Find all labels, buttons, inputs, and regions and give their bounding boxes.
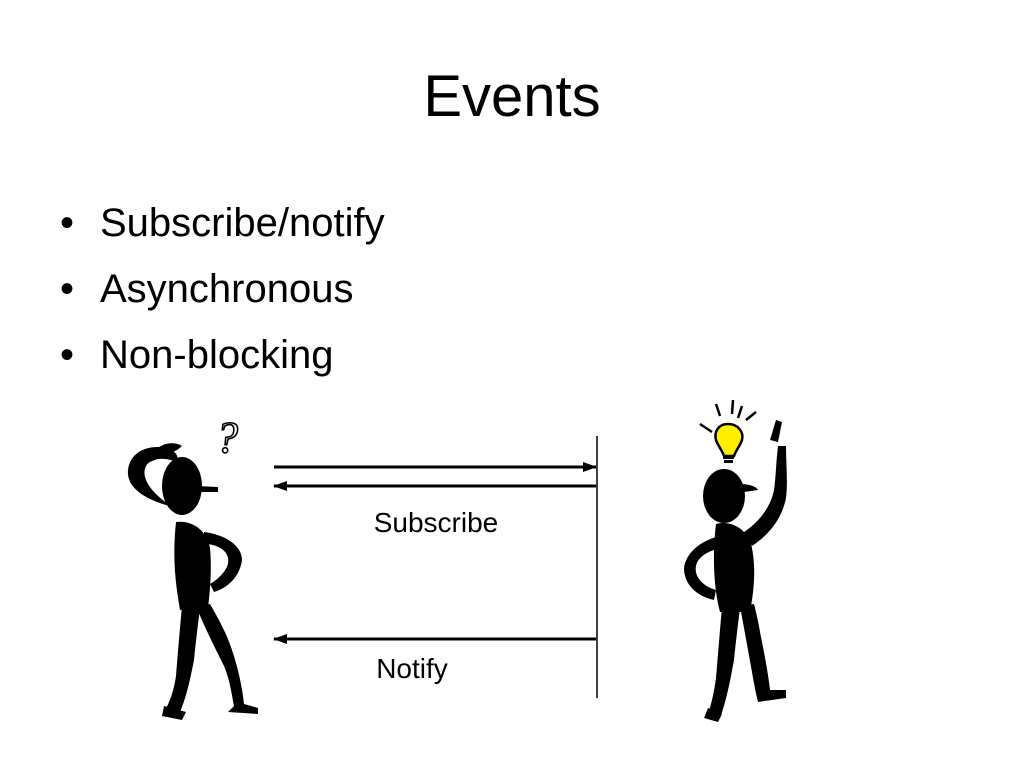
subscribe-label: Subscribe bbox=[374, 507, 499, 538]
bullet-marker: • bbox=[60, 267, 75, 311]
bullet-text: Asynchronous bbox=[100, 267, 354, 311]
bullet-list: • Subscribe/notify • Asynchronous • Non-… bbox=[60, 190, 385, 388]
idea-person-icon bbox=[684, 399, 787, 722]
bullet-text: Non-blocking bbox=[100, 333, 334, 377]
slide-title: Events bbox=[423, 64, 601, 129]
confused-person-icon: ? bbox=[127, 412, 258, 720]
notify-label: Notify bbox=[376, 653, 448, 684]
bullet-marker: • bbox=[60, 201, 75, 245]
bullet-item: • Asynchronous bbox=[60, 256, 385, 322]
bullet-marker: • bbox=[60, 333, 75, 377]
bullet-text: Subscribe/notify bbox=[100, 201, 385, 245]
question-mark-icon: ? bbox=[216, 413, 238, 462]
light-bulb-icon bbox=[699, 399, 757, 463]
bullet-item: • Subscribe/notify bbox=[60, 190, 385, 256]
bullet-item: • Non-blocking bbox=[60, 322, 385, 388]
